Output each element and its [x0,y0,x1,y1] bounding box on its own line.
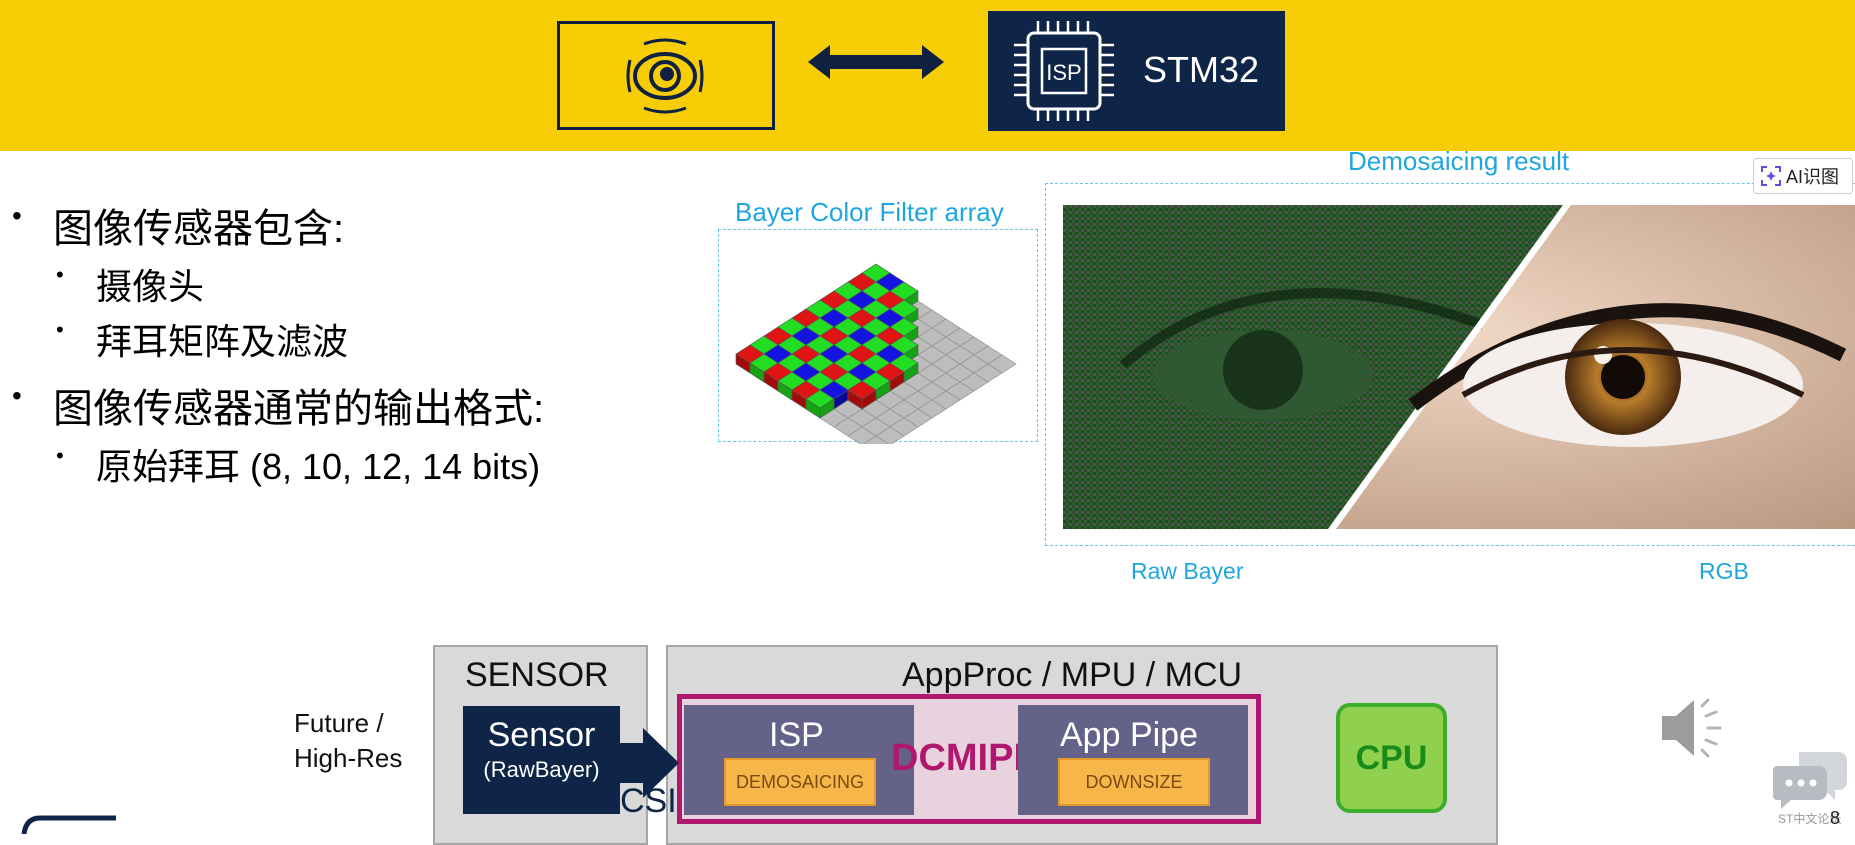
bullet-subitem: 摄像头 [96,266,205,307]
csi-label: CSI [620,782,677,820]
speaker-icon[interactable] [1656,690,1732,766]
bullet-dot: • [12,380,22,411]
raw-bayer-label: Raw Bayer [1131,558,1244,584]
ai-recognize-button[interactable]: AI识图 [1753,158,1853,194]
app-pipe-title: App Pipe [1060,716,1198,754]
demosaicing-box: DEMOSAICING [724,758,876,806]
isp-block-title: ISP [769,716,824,754]
chat-bubble-icon[interactable] [1773,748,1849,810]
bullet-dot: • [56,262,64,287]
downsize-box: DOWNSIZE [1058,758,1210,806]
watermark: ST中文论坛 [1778,812,1842,826]
sensor-block-subtitle: (RawBayer) [483,757,600,782]
bullet-subitem: 原始拜耳 (8, 10, 12, 14 bits) [96,446,541,487]
sensor-block-title: Sensor [487,716,596,754]
bullet-item: 图像传感器通常的输出格式: [53,387,545,431]
isp-chip-icon: ISP [1014,21,1114,121]
csi-arrow-icon [607,728,679,798]
bayer-caption: Bayer Color Filter array [735,197,1004,227]
bayer-array-image [735,263,1017,444]
bullet-dot: • [56,317,64,342]
bullet-dot: • [12,200,22,231]
demosaic-frame [1045,183,1855,546]
app-pipe-block: App Pipe DOWNSIZE [1018,705,1248,815]
camera-box [557,21,775,130]
page-number: 8 [1830,808,1841,828]
isp-chip-label: ISP [1046,60,1081,85]
ai-button-label: AI识图 [1786,167,1840,187]
dcmipp-label: DCMIPP [891,737,1039,779]
top-banner: ISP STM32 [0,0,1855,151]
future-line2: High-Res [294,743,403,773]
future-line1: Future / [294,708,384,738]
demosaic-eye-image [1063,205,1855,529]
future-label: Future / High-Res [294,706,402,776]
bullet-dot: • [56,443,64,468]
cpu-block: CPU [1336,703,1447,813]
stm32-box: ISP STM32 [988,11,1285,131]
double-arrow-icon [808,45,944,79]
sensor-block: Sensor (RawBayer) [463,706,620,814]
bullet-subitem: 拜耳矩阵及滤波 [96,321,349,362]
eye-icon [626,38,704,114]
stm32-label: STM32 [1143,49,1260,90]
bullet-item: 图像传感器包含: [53,207,345,251]
ai-scan-icon [1761,166,1781,186]
rgb-label: RGB [1699,558,1749,584]
app-panel-title: AppProc / MPU / MCU [902,656,1243,694]
demosaic-caption: Demosaicing result [1348,146,1570,176]
sensor-panel-title: SENSOR [465,656,609,694]
isp-block: ISP DEMOSAICING [684,705,914,815]
st-logo-icon [21,815,116,834]
